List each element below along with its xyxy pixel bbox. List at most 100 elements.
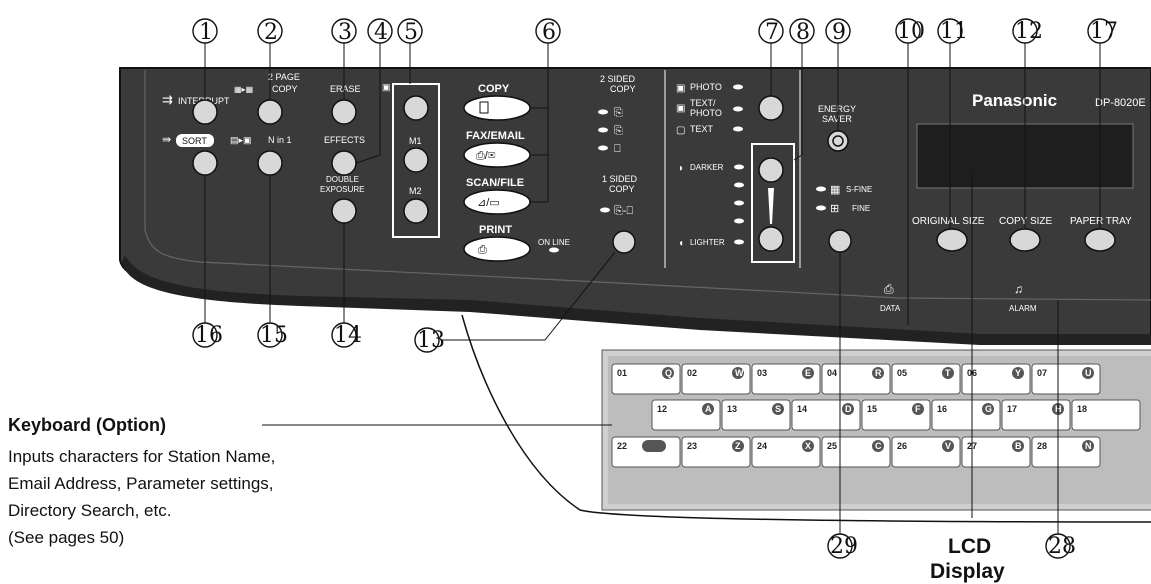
energy-saver-button[interactable]: [827, 130, 849, 152]
original-size-label: ORIGINAL SIZE: [912, 216, 985, 227]
m2-button[interactable]: [403, 198, 429, 224]
keyboard-key-letter: Z: [735, 441, 741, 451]
keyboard-key-number: 28: [1037, 441, 1047, 451]
text-photo-label-1: TEXT/: [690, 98, 716, 108]
callout-6: [535, 18, 561, 44]
text-icon: ▢: [676, 125, 685, 136]
keyboard-key-number: 18: [1077, 404, 1087, 414]
keyboard-key-letter: C: [875, 441, 882, 451]
memory-group-frame: [392, 83, 440, 238]
simplex-icon: ⎘‑⎕: [614, 205, 633, 217]
keyboard-key-number: 07: [1037, 368, 1047, 378]
print-label: PRINT: [479, 224, 512, 236]
keyboard-key-letter-badge: [1082, 367, 1094, 379]
keyboard-key-letter-badge: [842, 403, 854, 415]
copy-mode-button[interactable]: [463, 95, 531, 121]
s-fine-icon: ▦: [830, 184, 840, 196]
lighter-label: LIGHTER: [690, 238, 725, 247]
callout-2-num: 2: [264, 20, 278, 45]
paper-tray-button[interactable]: [1084, 228, 1116, 252]
top-leader-lines: [204, 43, 1101, 325]
n-in-1-button[interactable]: [257, 150, 283, 176]
two-page-copy-button[interactable]: [257, 99, 283, 125]
interrupt-icon: ⇉: [162, 92, 173, 107]
original-size-button[interactable]: [936, 228, 968, 252]
lighter-button[interactable]: [758, 226, 784, 252]
text-photo-label-2: PHOTO: [690, 108, 722, 118]
callout-15-num: 15: [260, 323, 288, 348]
keyboard-key-letter-badge: [732, 367, 744, 379]
double-label: DOUBLE: [326, 175, 359, 184]
callout-top-row: 1 2 3 4 5 6 7 8 9 10 11 12 17: [192, 18, 1118, 45]
keyboard-key-letter-badge: [702, 403, 714, 415]
sort-label: SORT: [182, 136, 207, 146]
erase-button[interactable]: [331, 99, 357, 125]
keyboard-key-number: 17: [1007, 404, 1017, 414]
panel-inner-edge: [144, 70, 1151, 301]
callout-bottom-row: 16 15 14 13 29 28: [192, 170, 1076, 559]
keyboard-outline: [461, 314, 1151, 523]
power-icon: [832, 135, 844, 147]
scan-file-icon: ⊿/▭: [477, 197, 500, 209]
data-label: DATA: [880, 304, 901, 313]
density-led-4: [734, 218, 744, 224]
data-icon: ⎙: [884, 282, 894, 296]
callout-16-num: 16: [195, 323, 223, 348]
alarm-label: ALARM: [1009, 304, 1037, 313]
keyboard-key-letter-badge: [872, 440, 884, 452]
memory-icon: ▣: [382, 82, 391, 92]
fax-email-mode-button[interactable]: [463, 142, 531, 168]
keyboard-key-number: 23: [687, 441, 697, 451]
keyboard-desc-3: Directory Search, etc.: [8, 501, 171, 520]
density-group-frame: [751, 143, 795, 263]
callout-9-num: 9: [832, 20, 846, 45]
keyboard-key-letter: N: [1085, 441, 1092, 451]
double-exposure-button[interactable]: [331, 198, 357, 224]
sided-copy-button[interactable]: [612, 230, 636, 254]
keyboard-key-letter-badge: [1082, 440, 1094, 452]
keyboard-key-letter-badge: [1012, 367, 1024, 379]
duplex-icon-1: ⎘: [614, 107, 623, 119]
keyboard-desc-1: Inputs characters for Station Name,: [8, 447, 275, 466]
sort-badge: [176, 134, 214, 147]
original-mode-button[interactable]: [758, 95, 784, 121]
fax-email-label: FAX/EMAIL: [466, 130, 525, 142]
sort-button[interactable]: [192, 150, 218, 176]
keyboard-key-letter-badge: [802, 367, 814, 379]
two-sided-copy-label: COPY: [610, 84, 636, 94]
one-sided-led: [600, 207, 610, 213]
m2-label: M2: [409, 186, 422, 196]
callout-5-num: 5: [404, 20, 418, 45]
keyboard-title: Keyboard (Option): [8, 415, 166, 435]
keyboard-keys: 01Q02W03E04R05T06Y07U12A13S14D15F16G17H1…: [611, 363, 1141, 468]
keyboard-key-number: 22: [617, 441, 627, 451]
keyboard-key-number: 14: [797, 404, 807, 414]
effects-button[interactable]: [331, 150, 357, 176]
callout-7-num: 7: [765, 20, 779, 45]
interrupt-button[interactable]: [192, 99, 218, 125]
m1-button[interactable]: [403, 147, 429, 173]
callout-10-num: 10: [897, 19, 925, 44]
keyboard-key-letter: Y: [1015, 368, 1021, 378]
keyboard-key-letter: S: [775, 404, 781, 414]
memory-button[interactable]: [403, 95, 429, 121]
s-fine-led: [816, 186, 826, 192]
saver-label: SAVER: [822, 114, 852, 124]
one-sided-label: 1 SIDED: [602, 174, 638, 184]
keyboard-key[interactable]: [1071, 399, 1141, 431]
keyboard-key-letter-badge: [872, 367, 884, 379]
two-sided-led-1: [598, 109, 608, 115]
text-photo-icon: ▣: [676, 103, 685, 114]
copy-size-button[interactable]: [1009, 228, 1041, 252]
resolution-button[interactable]: [828, 229, 852, 253]
callout-1-num: 1: [199, 20, 213, 45]
density-led-5: [734, 239, 744, 245]
print-mode-button[interactable]: [463, 236, 531, 262]
fine-label: FINE: [852, 204, 870, 213]
darker-button[interactable]: [758, 157, 784, 183]
keyboard-key-letter: E: [805, 368, 811, 378]
n-in-1-icon: ▤▸▣: [230, 135, 252, 145]
keyboard-key-letter: D: [845, 404, 852, 414]
on-line-led: [549, 247, 559, 253]
